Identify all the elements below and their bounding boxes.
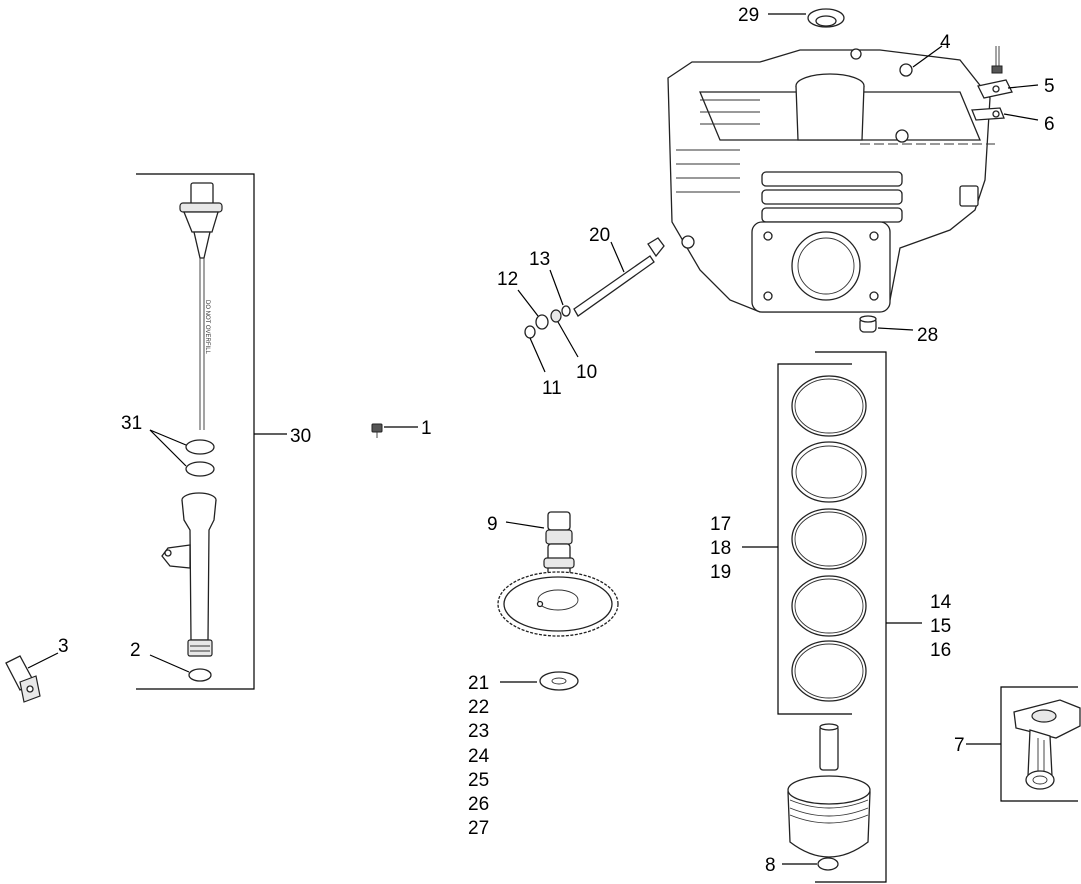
- callout-1: 1: [421, 418, 432, 439]
- callout-6: 6: [1044, 114, 1055, 135]
- stud-5: [977, 46, 1013, 99]
- dipstick-cap: [179, 182, 223, 259]
- leader-13: [549, 269, 564, 306]
- callout-30: 30: [290, 426, 311, 447]
- callout-25: 25: [468, 770, 489, 791]
- piston-ring-4: [791, 575, 867, 637]
- shim-21: [539, 671, 579, 691]
- leader-20: [610, 241, 625, 273]
- callout-2: 2: [130, 640, 141, 661]
- callout-13: 13: [529, 249, 550, 270]
- callout-28: 28: [917, 325, 938, 346]
- leader-3: [27, 652, 59, 669]
- callout-9: 9: [487, 514, 498, 535]
- lug-6: [971, 107, 1005, 121]
- dipstick-rod: DO NOT OVERFILL: [199, 258, 210, 430]
- washer-12: [535, 314, 549, 330]
- leader-2: [149, 654, 190, 673]
- callout-17: 17: [710, 514, 731, 535]
- piston-ring-2-inner: [795, 445, 863, 499]
- piston-ring-2: [791, 441, 867, 503]
- mounting-bracket-3: [5, 655, 41, 703]
- piston-ring-1: [791, 375, 867, 437]
- leader-31b: [149, 429, 187, 467]
- piston-pin: [819, 723, 839, 771]
- ring-13: [561, 305, 571, 317]
- piston-ring-1-inner: [794, 378, 864, 434]
- leader-31a: [149, 429, 187, 446]
- o-ring-31a: [185, 439, 215, 455]
- callout-12: 12: [497, 269, 518, 290]
- washer-11: [524, 325, 536, 339]
- callout-31: 31: [121, 413, 142, 434]
- oil-seal-29: [807, 8, 845, 28]
- o-ring-2: [188, 668, 212, 682]
- pin-retainer-8: [817, 857, 839, 871]
- piston-ring-4-inner: [794, 578, 864, 634]
- callout-4: 4: [940, 32, 951, 53]
- piston-ring-3-inner: [794, 511, 864, 567]
- dipstick-tube: [161, 492, 217, 657]
- callout-26: 26: [468, 794, 489, 815]
- callout-15: 15: [930, 616, 951, 637]
- callout-21: 21: [468, 673, 489, 694]
- piston-ring-5-inner: [794, 643, 864, 699]
- callout-16: 16: [930, 640, 951, 661]
- callout-14: 14: [930, 592, 952, 613]
- camshaft-9: [497, 511, 619, 637]
- callout-19: 19: [710, 562, 731, 583]
- leader-28: [877, 327, 914, 331]
- connecting-rod-7: [1013, 699, 1081, 790]
- leader-9: [505, 521, 545, 529]
- piston-ring-5: [791, 640, 867, 702]
- callout-20: 20: [589, 225, 610, 246]
- callout-7: 7: [954, 735, 965, 756]
- screw-1: [371, 423, 383, 438]
- piston: [787, 775, 871, 858]
- callout-27: 27: [468, 818, 489, 839]
- crankcase-block: [667, 48, 995, 313]
- callout-8: 8: [765, 855, 776, 876]
- o-ring-31b: [185, 461, 215, 477]
- callout-22: 22: [468, 697, 489, 718]
- dipstick-lettering: DO NOT OVERFILL: [204, 300, 210, 355]
- shim-21-hole: [551, 677, 567, 685]
- seal-10: [550, 309, 562, 323]
- governor-shaft-20: [573, 237, 665, 317]
- callout-23: 23: [468, 721, 489, 742]
- callout-18: 18: [710, 538, 731, 559]
- callout-11: 11: [542, 378, 562, 399]
- bracket-17-19: [777, 363, 852, 715]
- plug-28: [859, 315, 877, 333]
- callout-5: 5: [1044, 76, 1055, 97]
- callout-3: 3: [58, 636, 69, 657]
- callout-10: 10: [576, 362, 597, 383]
- piston-ring-3: [791, 508, 867, 570]
- callout-24: 24: [468, 746, 490, 767]
- bracket-14-16: [815, 351, 887, 883]
- leader-11: [529, 337, 546, 373]
- leader-12: [517, 289, 539, 317]
- callout-29: 29: [738, 5, 759, 26]
- leader-5: [1007, 84, 1039, 89]
- leader-4: [912, 45, 943, 68]
- bracket-30: [136, 173, 255, 690]
- leader-10: [557, 321, 579, 358]
- leader-6: [1003, 113, 1039, 121]
